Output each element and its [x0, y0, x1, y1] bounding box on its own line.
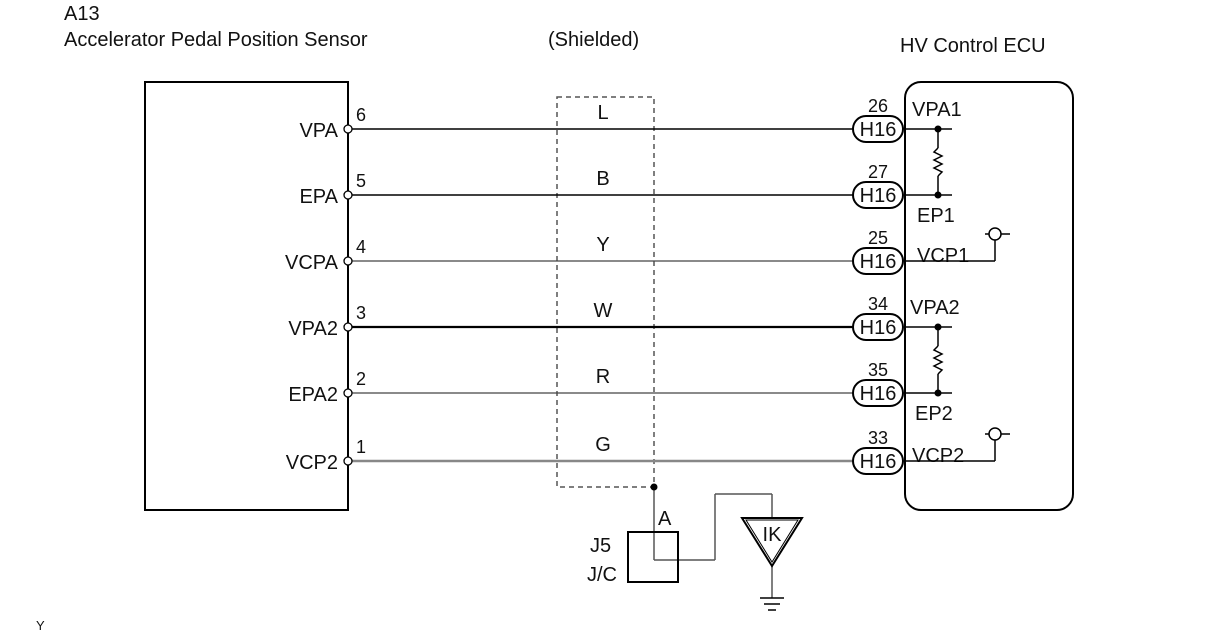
sensor-signal-6: VPA — [299, 120, 338, 142]
ground-symbol-icon — [760, 597, 784, 611]
connector-27 — [852, 181, 904, 209]
junction-pin: A — [658, 508, 672, 530]
connector-label-35: H16 — [860, 383, 897, 405]
ecu-pin-34: 34 — [868, 294, 888, 314]
connector-34 — [852, 313, 904, 341]
supply-terminals — [988, 227, 1002, 441]
connector-25 — [852, 247, 904, 275]
sensor-terminal-6 — [343, 124, 353, 134]
ecu-signal-vpa1: VPA1 — [912, 99, 962, 121]
sensor-signal-2: EPA2 — [288, 384, 338, 406]
sensor-pin-3: 3 — [356, 303, 366, 323]
connector-label-25: H16 — [860, 251, 897, 273]
sensor-code: A13 — [64, 3, 100, 25]
ecu-pin-33: 33 — [868, 428, 888, 448]
vcp2-terminal-icon — [988, 427, 1002, 441]
connector-label-34: H16 — [860, 317, 897, 339]
connector-label-33: H16 — [860, 451, 897, 473]
junction-type: J/C — [587, 564, 617, 586]
sensor-pin-2: 2 — [356, 369, 366, 389]
connector-33 — [852, 447, 904, 475]
sensor-signal-4: VCPA — [285, 252, 339, 274]
wire-color-2: R — [596, 366, 610, 388]
sensor-pin-4: 4 — [356, 237, 366, 257]
connector-label-27: H16 — [860, 185, 897, 207]
sensor-terminal-5 — [343, 190, 353, 200]
ecu-signal-ep2: EP2 — [915, 403, 953, 425]
junction-connector-box — [627, 531, 679, 583]
sensor-name: Accelerator Pedal Position Sensor — [64, 29, 368, 51]
connector-26 — [852, 115, 904, 143]
sensor-signal-5: EPA — [299, 186, 338, 208]
ecu-pin-26: 26 — [868, 96, 888, 116]
sensor-pin-5: 5 — [356, 171, 366, 191]
corner-mark: Y — [36, 618, 45, 633]
connector-35 — [852, 379, 904, 407]
ecu-box — [904, 81, 1074, 511]
ground-point-label: IK — [763, 524, 783, 546]
ecu-signal-vcp1: VCP1 — [917, 245, 969, 267]
junction-code: J5 — [590, 535, 611, 557]
sensor-box — [144, 81, 349, 511]
sensor-terminal-1 — [343, 456, 353, 466]
ecu-circuit-nodes — [934, 125, 942, 397]
ecu-name: HV Control ECU — [900, 35, 1046, 57]
sensor-terminal-2 — [343, 388, 353, 398]
wire-color-6: L — [597, 102, 608, 124]
sensor-pin-6: 6 — [356, 105, 366, 125]
wire-color-4: Y — [596, 234, 609, 256]
wire-color-1: G — [595, 434, 611, 456]
sensor-signal-1: VCP2 — [286, 452, 338, 474]
ground-point-icon: IK — [740, 517, 804, 568]
sensor-pin-1: 1 — [356, 437, 366, 457]
ecu-pin-27: 27 — [868, 162, 888, 182]
ecu-signal-vcp2: VCP2 — [912, 445, 964, 467]
connector-label-26: H16 — [860, 119, 897, 141]
wire-color-5: B — [596, 168, 609, 190]
ecu-signal-vpa2: VPA2 — [910, 297, 960, 319]
sensor-terminal-4 — [343, 256, 353, 266]
sensor-terminal-3 — [343, 322, 353, 332]
shield-label: (Shielded) — [548, 29, 639, 51]
shield-node — [650, 483, 658, 491]
ecu-signal-ep1: EP1 — [917, 205, 955, 227]
shield-drain — [653, 487, 773, 598]
wire-color-3: W — [594, 300, 613, 322]
shield-box — [556, 96, 655, 488]
ecu-pin-25: 25 — [868, 228, 888, 248]
vcp1-terminal-icon — [988, 227, 1002, 241]
ecu-pin-35: 35 — [868, 360, 888, 380]
sensor-signal-3: VPA2 — [288, 318, 338, 340]
